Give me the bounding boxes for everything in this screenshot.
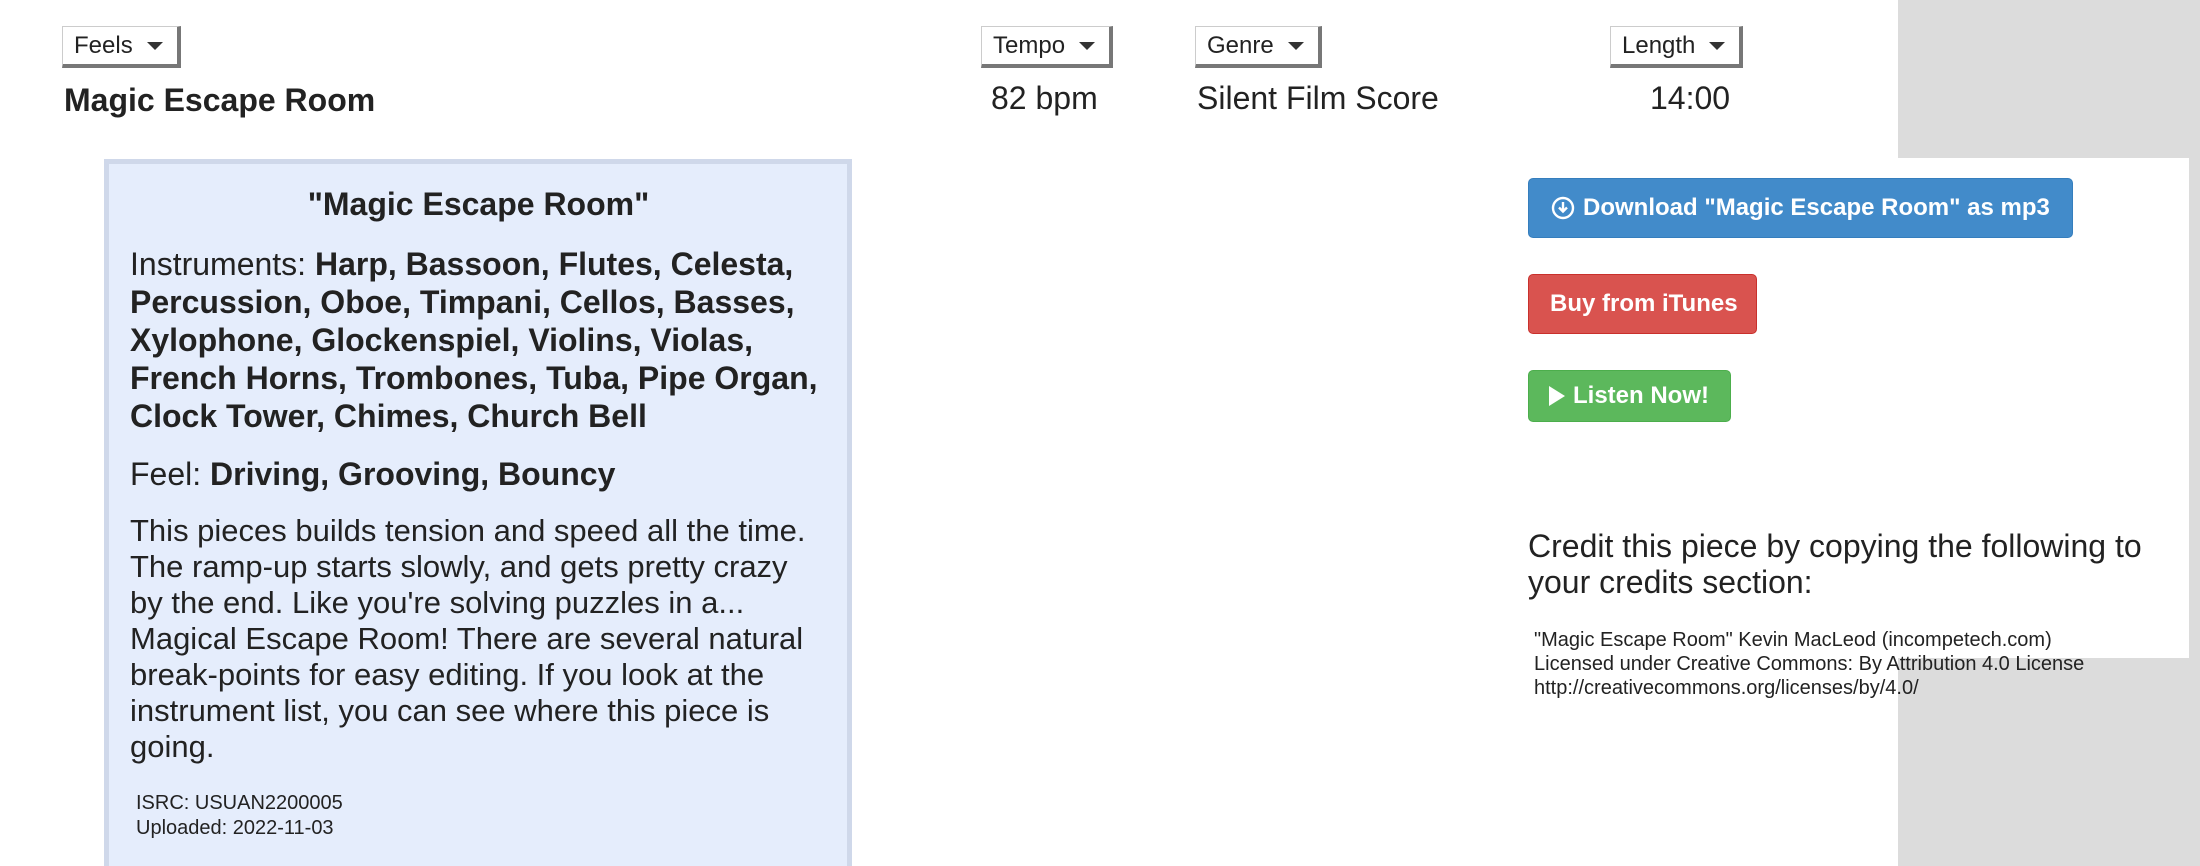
credit-heading: Credit this piece by copying the followi… <box>1528 528 2142 600</box>
genre-dropdown-label: Genre <box>1207 31 1274 59</box>
instruments-list: Harp, Bassoon, Flutes, Celesta, Percussi… <box>130 246 818 434</box>
credit-line-url: http://creativecommons.org/licenses/by/4… <box>1534 677 1919 699</box>
instruments-line: Instruments: Harp, Bassoon, Flutes, Cele… <box>130 245 827 435</box>
listen-now-label: Listen Now! <box>1573 382 1709 409</box>
feel-values: Driving, Grooving, Bouncy <box>210 456 616 492</box>
feels-dropdown-label: Feels <box>74 31 133 59</box>
caret-down-icon <box>1079 41 1096 50</box>
tempo-dropdown-label: Tempo <box>993 31 1066 59</box>
buy-itunes-button[interactable]: Buy from iTunes <box>1528 274 1757 334</box>
caret-down-icon <box>146 41 163 50</box>
track-description: This pieces builds tension and speed all… <box>130 513 806 764</box>
download-mp3-button[interactable]: Download "Magic Escape Room" as mp3 <box>1528 178 2073 238</box>
track-genre: Silent Film Score <box>1197 80 1439 116</box>
track-tempo: 82 bpm <box>991 80 1098 116</box>
track-meta: ISRC: USUAN2200005 Uploaded: 2022-11-03 <box>130 791 827 841</box>
feel-label: Feel: <box>130 456 202 492</box>
tempo-dropdown[interactable]: Tempo <box>981 26 1114 68</box>
card-title: "Magic Escape Room" <box>307 186 650 222</box>
caret-down-icon <box>1709 41 1726 50</box>
listen-now-button[interactable]: Listen Now! <box>1528 370 1731 422</box>
track-title: Magic Escape Room <box>64 82 376 118</box>
download-mp3-label: Download "Magic Escape Room" as mp3 <box>1583 194 2050 221</box>
credit-text[interactable]: "Magic Escape Room" Kevin MacLeod (incom… <box>1534 628 2084 700</box>
caret-down-icon <box>1287 41 1304 50</box>
track-length: 14:00 <box>1650 80 1731 116</box>
credit-line-license: Licensed under Creative Commons: By Attr… <box>1534 653 2085 675</box>
instruments-label: Instruments: <box>130 246 307 282</box>
length-dropdown[interactable]: Length <box>1610 26 1744 68</box>
length-dropdown-label: Length <box>1622 31 1696 59</box>
credit-line-title: "Magic Escape Room" Kevin MacLeod (incom… <box>1534 629 2052 651</box>
feels-dropdown[interactable]: Feels <box>62 26 181 68</box>
play-icon <box>1549 386 1565 406</box>
genre-dropdown[interactable]: Genre <box>1195 26 1322 68</box>
isrc-code: ISRC: USUAN2200005 <box>136 792 343 814</box>
feel-line: Feel: Driving, Grooving, Bouncy <box>130 455 827 493</box>
buy-itunes-label: Buy from iTunes <box>1550 290 1738 317</box>
track-info-card: "Magic Escape Room" Instruments: Harp, B… <box>104 159 852 866</box>
upload-date: Uploaded: 2022-11-03 <box>136 817 334 839</box>
download-circle-icon <box>1551 196 1575 220</box>
